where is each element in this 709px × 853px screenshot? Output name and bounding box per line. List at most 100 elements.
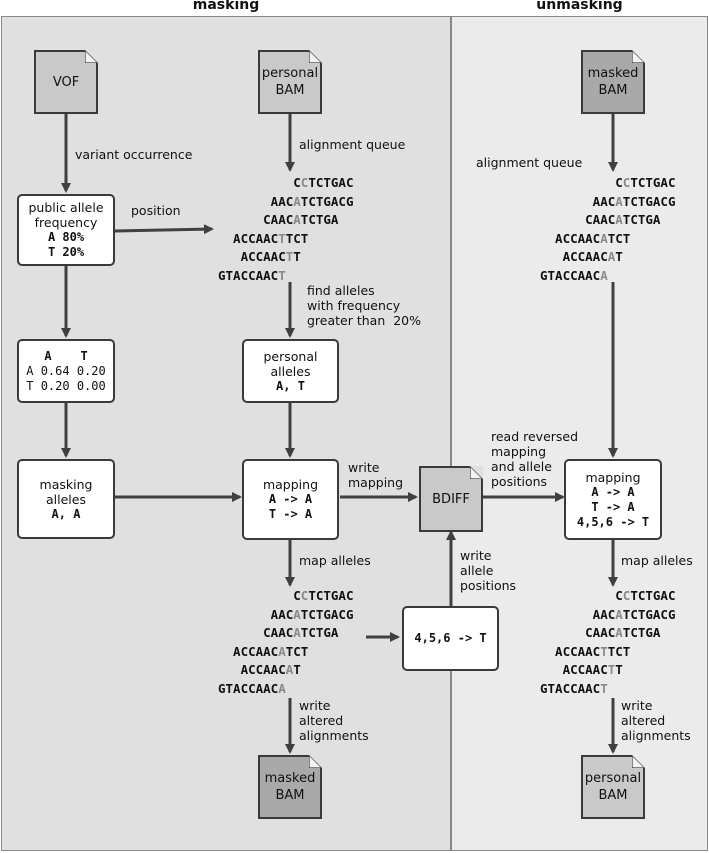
fold-corner-icon [470, 466, 483, 479]
read-suffix: TCTGACG [300, 193, 354, 209]
map-alleles-right-label: map alleles [621, 553, 693, 568]
read-line: ACCAACATCT [540, 230, 675, 249]
masking-panel [1, 16, 451, 851]
read-prefix: AAC [540, 193, 616, 209]
read-prefix: ACCAAC [540, 662, 608, 677]
read-line: ACCAACATCT [218, 643, 353, 662]
read-line: GTACCAACT [218, 267, 353, 286]
read-variant-base: T [600, 680, 608, 696]
fold-corner-icon [632, 755, 645, 768]
box-line: 4,5,6 -> T [414, 631, 487, 645]
box-line: alleles [46, 491, 86, 507]
variant-occurrence-label: variant occurrence [75, 147, 193, 162]
read-suffix: TCTGACG [300, 606, 354, 622]
mapping-left-box: mapping A -> A T -> A [242, 459, 339, 540]
matrix-row: A 0.64 0.20 [26, 363, 106, 378]
read-prefix: ACCAAC [540, 643, 601, 659]
read-line: CCTCTGAC [218, 174, 353, 193]
read-variant-base: A [293, 212, 301, 227]
personal-bam-top-document: personal BAM [258, 50, 322, 114]
read-variant-base: A [607, 249, 616, 264]
doc-label-line2: BAM [275, 83, 305, 98]
read-prefix: GTACCAAC [218, 267, 279, 283]
read-suffix: TCT [285, 230, 309, 246]
vof-document: VOF [34, 50, 98, 114]
box-line: mapping [585, 469, 641, 485]
read-suffix: TCT [285, 643, 309, 659]
read-prefix: AAC [218, 193, 294, 209]
read-line: ACCAACTT [218, 248, 353, 267]
read-variant-base: C [300, 588, 309, 603]
allele-positions-box: 4,5,6 -> T [402, 606, 499, 671]
map-alleles-left-label: map alleles [299, 553, 371, 568]
read-variant-base: C [622, 588, 631, 603]
read-prefix: ACCAAC [218, 230, 279, 246]
fold-corner-icon [309, 50, 322, 63]
read-line: ACCAACAT [540, 248, 675, 267]
read-line: AACATCTGACG [540, 193, 676, 212]
matrix-row: T 0.20 0.00 [26, 378, 106, 393]
box-line: masking [39, 476, 93, 492]
read-reversed-label: read reversed mapping and allele positio… [491, 429, 579, 489]
box-line: A -> A [268, 492, 313, 506]
read-prefix: CAAC [218, 625, 294, 640]
write-mapping-label: write mapping [348, 460, 404, 490]
box-line: A 80% [47, 230, 85, 244]
bdiff-document: BDIFF [419, 466, 483, 532]
read-prefix: C [615, 175, 623, 190]
masked-reads-right-stack: CCTCTGAC AACATCTGACG CAACATCTGA ACCAACAT… [540, 174, 675, 285]
read-line: CAACATCTGA [540, 624, 675, 643]
bdiff-label: BDIFF [432, 491, 470, 507]
find-alleles-label: find alleles with frequency greater than… [307, 283, 421, 328]
personal-reads-stack: CCTCTGAC AACATCTGACG CAACATCTGA ACCAACTT… [218, 174, 353, 285]
read-suffix: TCTGACG [622, 606, 676, 622]
personal-bam-bottom-document: personal BAM [581, 755, 645, 819]
read-prefix: ACCAAC [218, 249, 286, 264]
doc-label-line1: personal [261, 66, 319, 81]
read-prefix [218, 175, 293, 190]
read-suffix: T [615, 249, 623, 264]
read-line: CAACATCTGA [218, 624, 353, 643]
public-allele-frequency-box: public allele frequency A 80% T 20% [17, 194, 115, 266]
read-variant-base: T [278, 267, 286, 283]
box-line: personal [263, 348, 318, 364]
read-variant-base: A [615, 606, 623, 622]
read-suffix: TCTGAC [308, 588, 354, 603]
masked-reads-left-stack: CCTCTGAC AACATCTGACG CAACATCTGA ACCAACAT… [218, 587, 353, 698]
read-variant-base: T [607, 662, 616, 677]
write-altered-right-label: write altered alignments [621, 698, 691, 743]
doc-label-line2: BAM [598, 83, 628, 98]
fold-corner-icon [309, 755, 322, 768]
read-line: AACATCTGACG [218, 193, 354, 212]
read-prefix [540, 588, 615, 603]
fold-corner-icon [632, 50, 645, 63]
doc-label-line1: personal [584, 771, 642, 786]
read-prefix [540, 175, 615, 190]
read-variant-base: T [600, 643, 608, 659]
write-allele-positions-label: write allele positions [460, 548, 517, 593]
read-prefix: AAC [218, 606, 294, 622]
arrow-position [114, 224, 214, 235]
doc-label-line1: masked [587, 66, 639, 81]
read-suffix: TCT [607, 230, 631, 246]
read-suffix: TCTGA [300, 212, 339, 227]
read-line: CCTCTGAC [540, 587, 675, 606]
box-line: A, A [51, 506, 81, 521]
masking-alleles-box: masking alleles A, A [17, 459, 115, 539]
box-line: alleles [270, 363, 311, 379]
box-line: T -> A [268, 507, 313, 521]
masking-header: masking [192, 0, 260, 13]
read-prefix: GTACCAAC [540, 267, 601, 283]
read-line: GTACCAACT [540, 680, 675, 699]
alignment-queue-left-label: alignment queue [299, 137, 406, 152]
unmasking-header: unmasking [536, 0, 623, 13]
read-variant-base: A [600, 230, 608, 246]
read-line: CAACATCTGA [218, 211, 353, 230]
read-line: ACCAACTTCT [218, 230, 353, 249]
read-variant-base: A [600, 267, 608, 283]
read-line: CCTCTGAC [218, 587, 353, 606]
read-suffix: TCT [607, 643, 631, 659]
read-line: CCTCTGAC [540, 174, 675, 193]
doc-label-line2: BAM [275, 788, 305, 803]
